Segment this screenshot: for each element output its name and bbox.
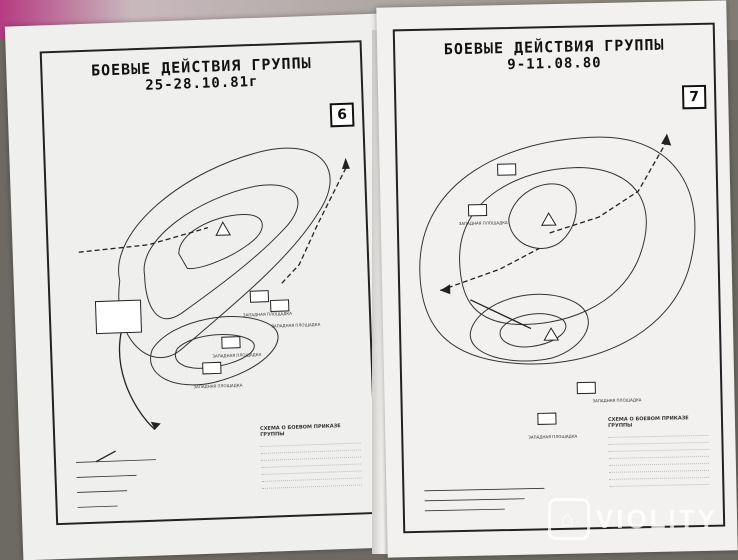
helicopter-pad <box>249 290 270 303</box>
map-label: ЗАПАДНАЯ ПЛОЩАДКА <box>271 322 320 329</box>
map-stub <box>77 490 128 493</box>
map-label: ЗАПАДНАЯ ПЛОЩАДКА <box>593 397 642 403</box>
legend-title: СХЕМА О БОЕВОМ ПРИКАЗЕ ГРУППЫ <box>607 415 689 429</box>
summit-marker <box>215 221 232 236</box>
helicopter-pad <box>467 203 488 217</box>
route-dashed-1 <box>548 140 668 234</box>
route-arrow <box>661 133 672 146</box>
watermark-text: VIOLITY <box>595 503 718 534</box>
route-dashed-2 <box>439 247 540 292</box>
map-stub <box>76 474 137 478</box>
route-dashed-1 <box>279 167 347 286</box>
summit-marker <box>543 327 560 341</box>
left-page: БОЕВЫЕ ДЕЙСТВИЯ ГРУППЫ 25-28.10.81г 6 <box>4 13 396 560</box>
right-page-frame: БОЕВЫЕ ДЕЙСТВИЯ ГРУППЫ 9-11.08.80 7 <box>392 22 726 534</box>
map-stub <box>424 508 505 512</box>
route-solid-1 <box>470 299 532 330</box>
map-label: ЗАПАДНАЯ ПЛОЩАДКА <box>459 220 508 226</box>
left-legend-table: СХЕМА О БОЕВОМ ПРИКАЗЕ ГРУППЫ <box>259 423 363 489</box>
right-legend-table: СХЕМА О БОЕВОМ ПРИКАЗЕ ГРУППЫ <box>607 415 710 487</box>
legend-box <box>94 299 143 335</box>
right-page: БОЕВЫЕ ДЕЙСТВИЯ ГРУППЫ 9-11.08.80 7 <box>376 0 738 558</box>
route-solid-2 <box>95 450 116 463</box>
helicopter-pad <box>202 361 222 375</box>
contour-lower <box>469 293 589 362</box>
summit-marker <box>541 212 557 226</box>
route-arrow <box>150 421 161 430</box>
map-stub <box>424 487 545 492</box>
violity-logo-icon: ⌂ <box>547 498 590 540</box>
route-dashed-2 <box>78 227 209 253</box>
left-map-diagram: ЗАПАДНАЯ ПЛОЩАДКА ЗАПАДНАЯ ПЛОЩАДКА ЗАПА… <box>76 147 350 508</box>
map-label: ЗАПАДНАЯ ПЛОЩАДКА <box>243 311 292 318</box>
helicopter-pad <box>269 299 290 313</box>
route-arrow <box>440 284 451 295</box>
map-stub <box>424 498 525 502</box>
contour-outer <box>419 136 696 365</box>
route-arrow <box>341 157 350 169</box>
helicopter-pad <box>221 336 241 349</box>
helicopter-pad <box>537 412 557 425</box>
map-label: ЗАПАДНАЯ ПЛОЩАДКА <box>193 383 242 390</box>
contour-lower-inner <box>499 313 567 348</box>
watermark: ⌂ VIOLITY <box>547 498 718 540</box>
right-map-diagram: ЗАПАДНАЯ ПЛОЩАДКА ЗАПАДНАЯ ПЛОЩАДКА ЗАПА… <box>419 133 696 512</box>
legend-title: СХЕМА О БОЕВОМ ПРИКАЗЕ ГРУППЫ <box>259 423 341 438</box>
contour-lower-inner <box>175 333 255 369</box>
helicopter-pad <box>576 381 596 395</box>
helicopter-pad <box>497 163 517 176</box>
map-label: ЗАПАДНАЯ ПЛОЩАДКА <box>528 434 577 440</box>
contour-mid <box>459 167 647 325</box>
contour-mid <box>143 184 299 320</box>
contour-inner <box>178 213 263 270</box>
contour-outer <box>118 147 331 359</box>
route-solid-1 <box>118 330 156 431</box>
map-stub <box>77 505 118 508</box>
map-label: ЗАПАДНАЯ ПЛОЩАДКА <box>212 352 261 359</box>
contour-lower <box>150 316 279 386</box>
left-page-frame: БОЕВЫЕ ДЕЙСТВИЯ ГРУППЫ 25-28.10.81г 6 <box>39 40 379 526</box>
map-stub <box>76 459 157 463</box>
contour-inner <box>508 183 577 249</box>
